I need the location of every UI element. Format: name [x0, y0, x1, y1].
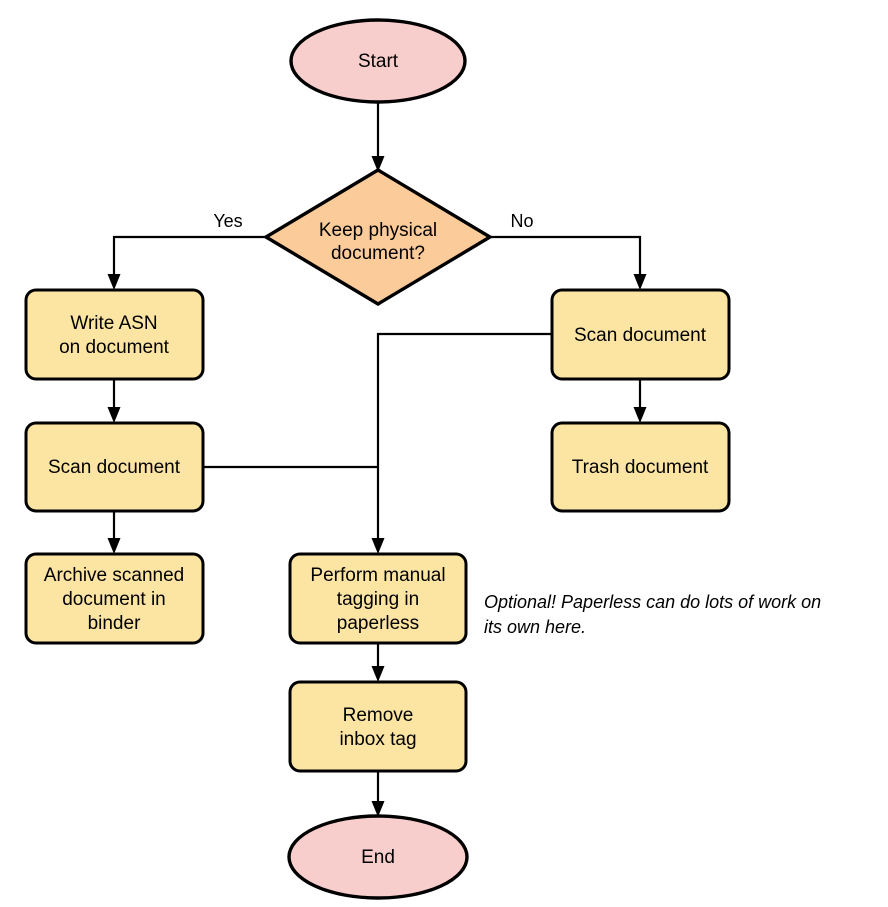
remove-inbox-label-line1: Remove — [343, 705, 414, 726]
scan-document-left-label: Scan document — [48, 457, 181, 478]
note-line2: its own here. — [484, 617, 586, 637]
trash-document-box[interactable] — [550, 421, 731, 513]
remove-inbox-tag-box[interactable] — [288, 680, 468, 773]
arrowhead-icon — [633, 274, 647, 290]
scan-document-right-label: Scan document — [574, 325, 707, 346]
node-perform-manual-tagging[interactable]: Perform manual tagging in paperless — [288, 552, 468, 645]
decision-label-line2: document? — [331, 243, 425, 264]
start-ellipse[interactable] — [289, 18, 467, 104]
edge-decision-no-to-scan-right — [490, 235, 647, 290]
node-archive-scanned-document[interactable]: Archive scanned document in binder — [24, 552, 205, 645]
scan-document-left-box[interactable] — [24, 421, 205, 513]
arrowhead-icon — [107, 274, 121, 290]
edge-tagging-to-remove-inbox — [371, 643, 385, 682]
edge-write-asn-to-scan-left — [107, 379, 121, 423]
node-decision-keep-physical-document[interactable]: Keep physical document? — [262, 168, 494, 306]
arrowhead-icon — [371, 801, 385, 817]
arrowhead-icon — [371, 156, 385, 172]
archive-box[interactable] — [24, 552, 205, 645]
edge-scan-right-to-tagging — [376, 332, 552, 545]
end-label: End — [361, 847, 395, 868]
archive-label-line2: document in — [62, 589, 166, 610]
node-trash-document[interactable]: Trash document — [550, 421, 731, 513]
edge-label-yes: Yes — [213, 211, 242, 231]
edge-start-to-decision — [371, 102, 385, 172]
arrowhead-icon — [107, 407, 121, 423]
node-end[interactable]: End — [287, 814, 469, 900]
manual-tagging-label-line1: Perform manual — [310, 565, 445, 586]
manual-tagging-label-line2: tagging in — [337, 589, 419, 610]
edge-decision-yes-to-write-asn — [107, 235, 265, 290]
remove-inbox-label-line2: inbox tag — [339, 729, 416, 750]
arrowhead-icon — [107, 538, 121, 554]
arrowhead-icon — [371, 666, 385, 682]
edge-remove-inbox-to-end — [371, 771, 385, 817]
node-remove-inbox-tag[interactable]: Remove inbox tag — [288, 680, 468, 773]
write-asn-label-line1: Write ASN — [70, 313, 157, 334]
node-write-asn-on-document[interactable]: Write ASN on document — [24, 288, 205, 381]
note-line1: Optional! Paperless can do lots of work … — [484, 592, 821, 612]
scan-document-right-box[interactable] — [550, 288, 731, 381]
node-start[interactable]: Start — [289, 18, 467, 104]
annotation-note: Optional! Paperless can do lots of work … — [484, 592, 821, 637]
write-asn-box[interactable] — [24, 288, 205, 381]
archive-label-line3: binder — [88, 613, 141, 634]
edge-scan-left-to-archive — [107, 511, 121, 554]
start-label: Start — [358, 51, 399, 72]
trash-document-label: Trash document — [572, 457, 709, 478]
decision-diamond[interactable] — [262, 168, 494, 306]
archive-label-line1: Archive scanned — [44, 565, 184, 586]
manual-tagging-box[interactable] — [288, 552, 468, 645]
manual-tagging-label-line3: paperless — [337, 613, 419, 634]
decision-label-line1: Keep physical — [319, 220, 437, 241]
end-ellipse[interactable] — [287, 814, 469, 900]
node-scan-document-right[interactable]: Scan document — [550, 288, 731, 381]
arrowhead-icon — [371, 538, 385, 554]
node-scan-document-left[interactable]: Scan document — [24, 421, 205, 513]
arrowhead-icon — [633, 407, 647, 423]
edge-label-no: No — [510, 211, 533, 231]
edge-scan-right-to-trash — [633, 379, 647, 423]
write-asn-label-line2: on document — [59, 337, 170, 358]
